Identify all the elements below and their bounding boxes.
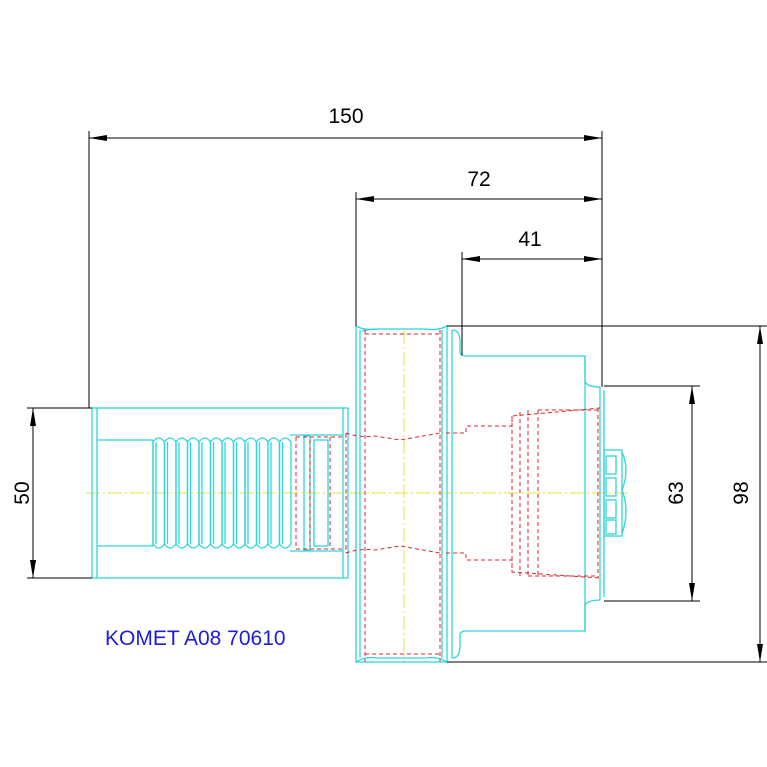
dimension-text-150: 150 (328, 105, 363, 128)
dimension-flange-length: 72 (355, 168, 602, 326)
flange-outline (355, 324, 448, 663)
dimension-head-diameter: 63 (604, 385, 700, 602)
head-outline (451, 329, 627, 659)
thread-ridge (278, 437, 292, 549)
dimension-shank-diameter: 50 (11, 407, 92, 579)
hidden-lines (295, 330, 601, 662)
shank-outline (91, 407, 349, 579)
dimension-text-98: 98 (730, 481, 753, 504)
dimension-text-72: 72 (467, 168, 490, 191)
dimension-flange-diameter: 98 (447, 325, 767, 663)
part-label: KOMET A08 70610 (105, 627, 286, 650)
dimension-text-63: 63 (665, 481, 688, 504)
dimension-head-length: 41 (461, 228, 602, 355)
dimension-text-50: 50 (11, 481, 34, 504)
dimension-text-41: 41 (518, 228, 541, 251)
shank-thread (152, 437, 292, 549)
dimension-overall-length: 150 (88, 105, 603, 408)
